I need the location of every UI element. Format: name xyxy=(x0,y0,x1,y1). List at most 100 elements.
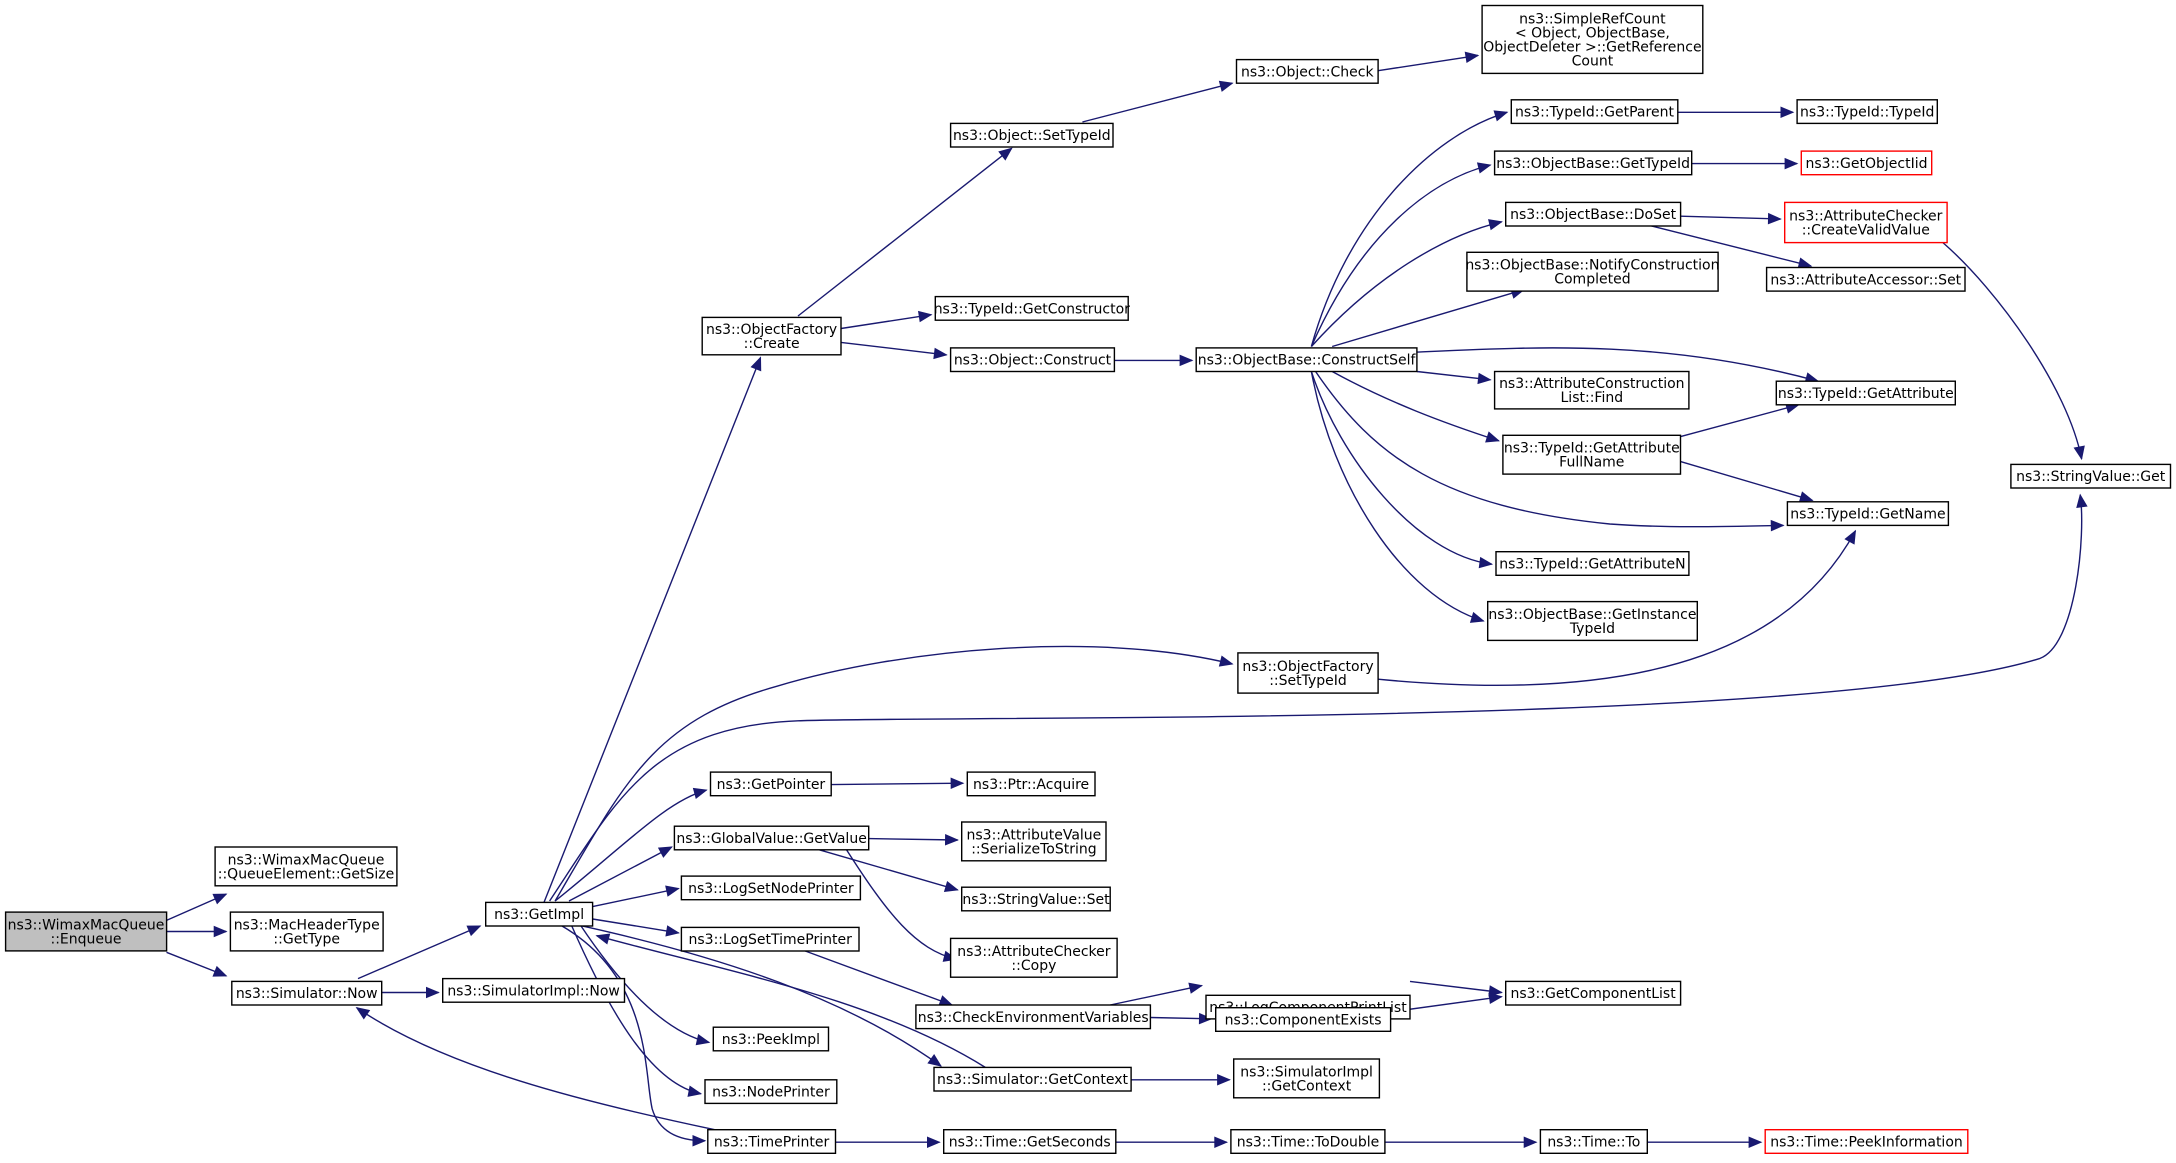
node-box xyxy=(1230,1128,1386,1154)
arrow-head xyxy=(657,846,673,858)
arrow-head xyxy=(750,356,762,372)
node-label: TypeId xyxy=(1569,621,1615,637)
arrow-head xyxy=(1477,372,1492,385)
node-box xyxy=(949,347,1116,373)
node-n3[interactable]: ns3::Simulator::Now xyxy=(231,980,383,1006)
node-box xyxy=(943,1128,1117,1154)
edge-n0-n2 xyxy=(166,925,228,938)
node-label: ns3::Object::Check xyxy=(1241,64,1374,80)
node-box xyxy=(1486,600,1698,642)
node-n0[interactable]: ns3::WimaxMacQueue::Enqueue xyxy=(4,911,168,952)
node-n44[interactable]: ns3::NodePrinter xyxy=(704,1079,838,1105)
node-label: ns3::ObjectBase::NotifyConstruction xyxy=(1465,258,1719,274)
node-n22[interactable]: ns3::TypeId::GetAttribute xyxy=(1775,380,1957,406)
node-n13[interactable]: ns3::TypeId::GetParent xyxy=(1510,99,1679,125)
arrow-head xyxy=(2073,445,2085,461)
edge-n12-n15 xyxy=(1310,162,1492,347)
node-n4[interactable]: ns3::GetImpl xyxy=(485,901,594,927)
edge-n46-n47 xyxy=(1115,1136,1229,1148)
edge-line xyxy=(818,849,958,891)
node-n45[interactable]: ns3::TimePrinter xyxy=(707,1128,837,1154)
node-n15[interactable]: ns3::ObjectBase::GetTypeId xyxy=(1493,150,1693,176)
edge-n37-n38 xyxy=(1409,980,1503,997)
arrow-head xyxy=(1488,219,1503,231)
node-n41[interactable]: ns3::PeekImpl xyxy=(712,1026,830,1052)
node-label: ::Copy xyxy=(1011,958,1056,974)
edge-n7-n8 xyxy=(1082,80,1234,123)
node-n33[interactable]: ns3::LogSetNodePrinter xyxy=(680,875,862,901)
arrow-head xyxy=(1478,556,1494,569)
node-n20[interactable]: ns3::ObjectBase::NotifyConstructionCompl… xyxy=(1465,251,1719,292)
edge-line xyxy=(1110,984,1202,1006)
node-label: ns3::AttributeConstruction xyxy=(1499,376,1684,392)
node-n43[interactable]: ns3::SimulatorImpl::GetContext xyxy=(1232,1058,1381,1099)
node-n49[interactable]: ns3::Time::PeekInformation xyxy=(1764,1128,1969,1154)
edge-n45-n46 xyxy=(835,1136,941,1148)
node-box xyxy=(1502,434,1682,475)
node-n19[interactable]: ns3::AttributeAccessor::Set xyxy=(1765,266,1966,292)
node-n17[interactable]: ns3::ObjectBase::DoSet xyxy=(1504,201,1682,227)
node-n5[interactable]: ns3::SimulatorImpl::Now xyxy=(442,977,626,1003)
node-n24[interactable]: ns3::StringValue::Get xyxy=(2010,463,2172,489)
node-box xyxy=(2010,463,2172,489)
arrow-head xyxy=(665,925,680,937)
arrow-head xyxy=(1217,1074,1231,1086)
arrow-head xyxy=(943,880,959,892)
node-n35[interactable]: ns3::LogSetTimePrinter xyxy=(680,926,860,952)
node-n31[interactable]: ns3::GlobalValue::GetValue xyxy=(673,825,870,851)
node-n25[interactable]: ns3::TypeId::GetName xyxy=(1786,501,1950,527)
node-n38[interactable]: ns3::GetComponentList xyxy=(1504,980,1682,1006)
node-n47[interactable]: ns3::Time::ToDouble xyxy=(1230,1128,1386,1154)
node-n26[interactable]: ns3::TypeId::GetAttributeN xyxy=(1495,551,1690,577)
edge-n12-n26 xyxy=(1310,371,1494,569)
edge-n11-n12 xyxy=(1114,354,1194,367)
node-box xyxy=(1495,551,1690,577)
node-box xyxy=(673,825,870,851)
node-n2[interactable]: ns3::MacHeaderType::GetType xyxy=(229,911,384,952)
node-n32[interactable]: ns3::AttributeValue::SerializeToString xyxy=(961,821,1107,862)
node-n1[interactable]: ns3::WimaxMacQueue::QueueElement::GetSiz… xyxy=(214,846,398,887)
node-box xyxy=(961,821,1107,862)
node-n42[interactable]: ns3::Simulator::GetContext xyxy=(933,1066,1132,1092)
node-n14[interactable]: ns3::TypeId::TypeId xyxy=(1796,99,1938,125)
node-n30[interactable]: ns3::Ptr::Acquire xyxy=(966,771,1096,797)
node-n16[interactable]: ns3::GetObjectIid xyxy=(1800,150,1933,176)
edge-n4-n42 xyxy=(575,923,942,1067)
node-n10[interactable]: ns3::TypeId::GetConstructor xyxy=(934,295,1130,321)
node-box xyxy=(1232,1058,1381,1099)
edge-n18-n24 xyxy=(1942,242,2085,461)
node-n40[interactable]: ns3::ComponentExists xyxy=(1214,1007,1392,1033)
node-n18[interactable]: ns3::AttributeChecker::CreateValidValue xyxy=(1783,201,1948,244)
edge-n3-n4 xyxy=(357,925,482,980)
node-label: List::Find xyxy=(1561,390,1624,406)
node-n9[interactable]: ns3::SimpleRefCount< Object, ObjectBase,… xyxy=(1481,4,1704,75)
node-n11[interactable]: ns3::Object::Construct xyxy=(949,347,1116,373)
node-n39[interactable]: ns3::CheckEnvironmentVariables xyxy=(915,1004,1152,1030)
edge-n12-n27 xyxy=(1310,371,1485,623)
node-n8[interactable]: ns3::Object::Check xyxy=(1235,58,1379,84)
edge-n42-n4 xyxy=(595,933,986,1068)
edge-n12-n20 xyxy=(1332,287,1526,348)
node-n34[interactable]: ns3::StringValue::Set xyxy=(961,886,1111,912)
node-label: ns3::Object::SetTypeId xyxy=(953,128,1111,144)
node-n36[interactable]: ns3::AttributeChecker::Copy xyxy=(949,937,1118,978)
node-n48[interactable]: ns3::Time::To xyxy=(1539,1128,1649,1154)
node-n28[interactable]: ns3::ObjectFactory::SetTypeId xyxy=(1237,652,1379,694)
node-label: ns3::StringValue::Get xyxy=(2016,469,2166,485)
edge-n23-n22 xyxy=(1680,402,1800,438)
node-n46[interactable]: ns3::Time::GetSeconds xyxy=(943,1128,1117,1154)
node-box xyxy=(701,316,842,356)
node-n6[interactable]: ns3::ObjectFactory::Create xyxy=(701,316,842,356)
node-label: ns3::Ptr::Acquire xyxy=(973,777,1089,793)
edge-n13-n14 xyxy=(1677,106,1795,119)
node-box xyxy=(1195,347,1418,373)
node-n12[interactable]: ns3::ObjectBase::ConstructSelf xyxy=(1195,347,1418,373)
node-n29[interactable]: ns3::GetPointer xyxy=(709,771,832,797)
edge-n29-n30 xyxy=(831,777,965,790)
node-label: ns3::LogSetTimePrinter xyxy=(689,932,853,948)
node-n7[interactable]: ns3::Object::SetTypeId xyxy=(949,122,1114,148)
